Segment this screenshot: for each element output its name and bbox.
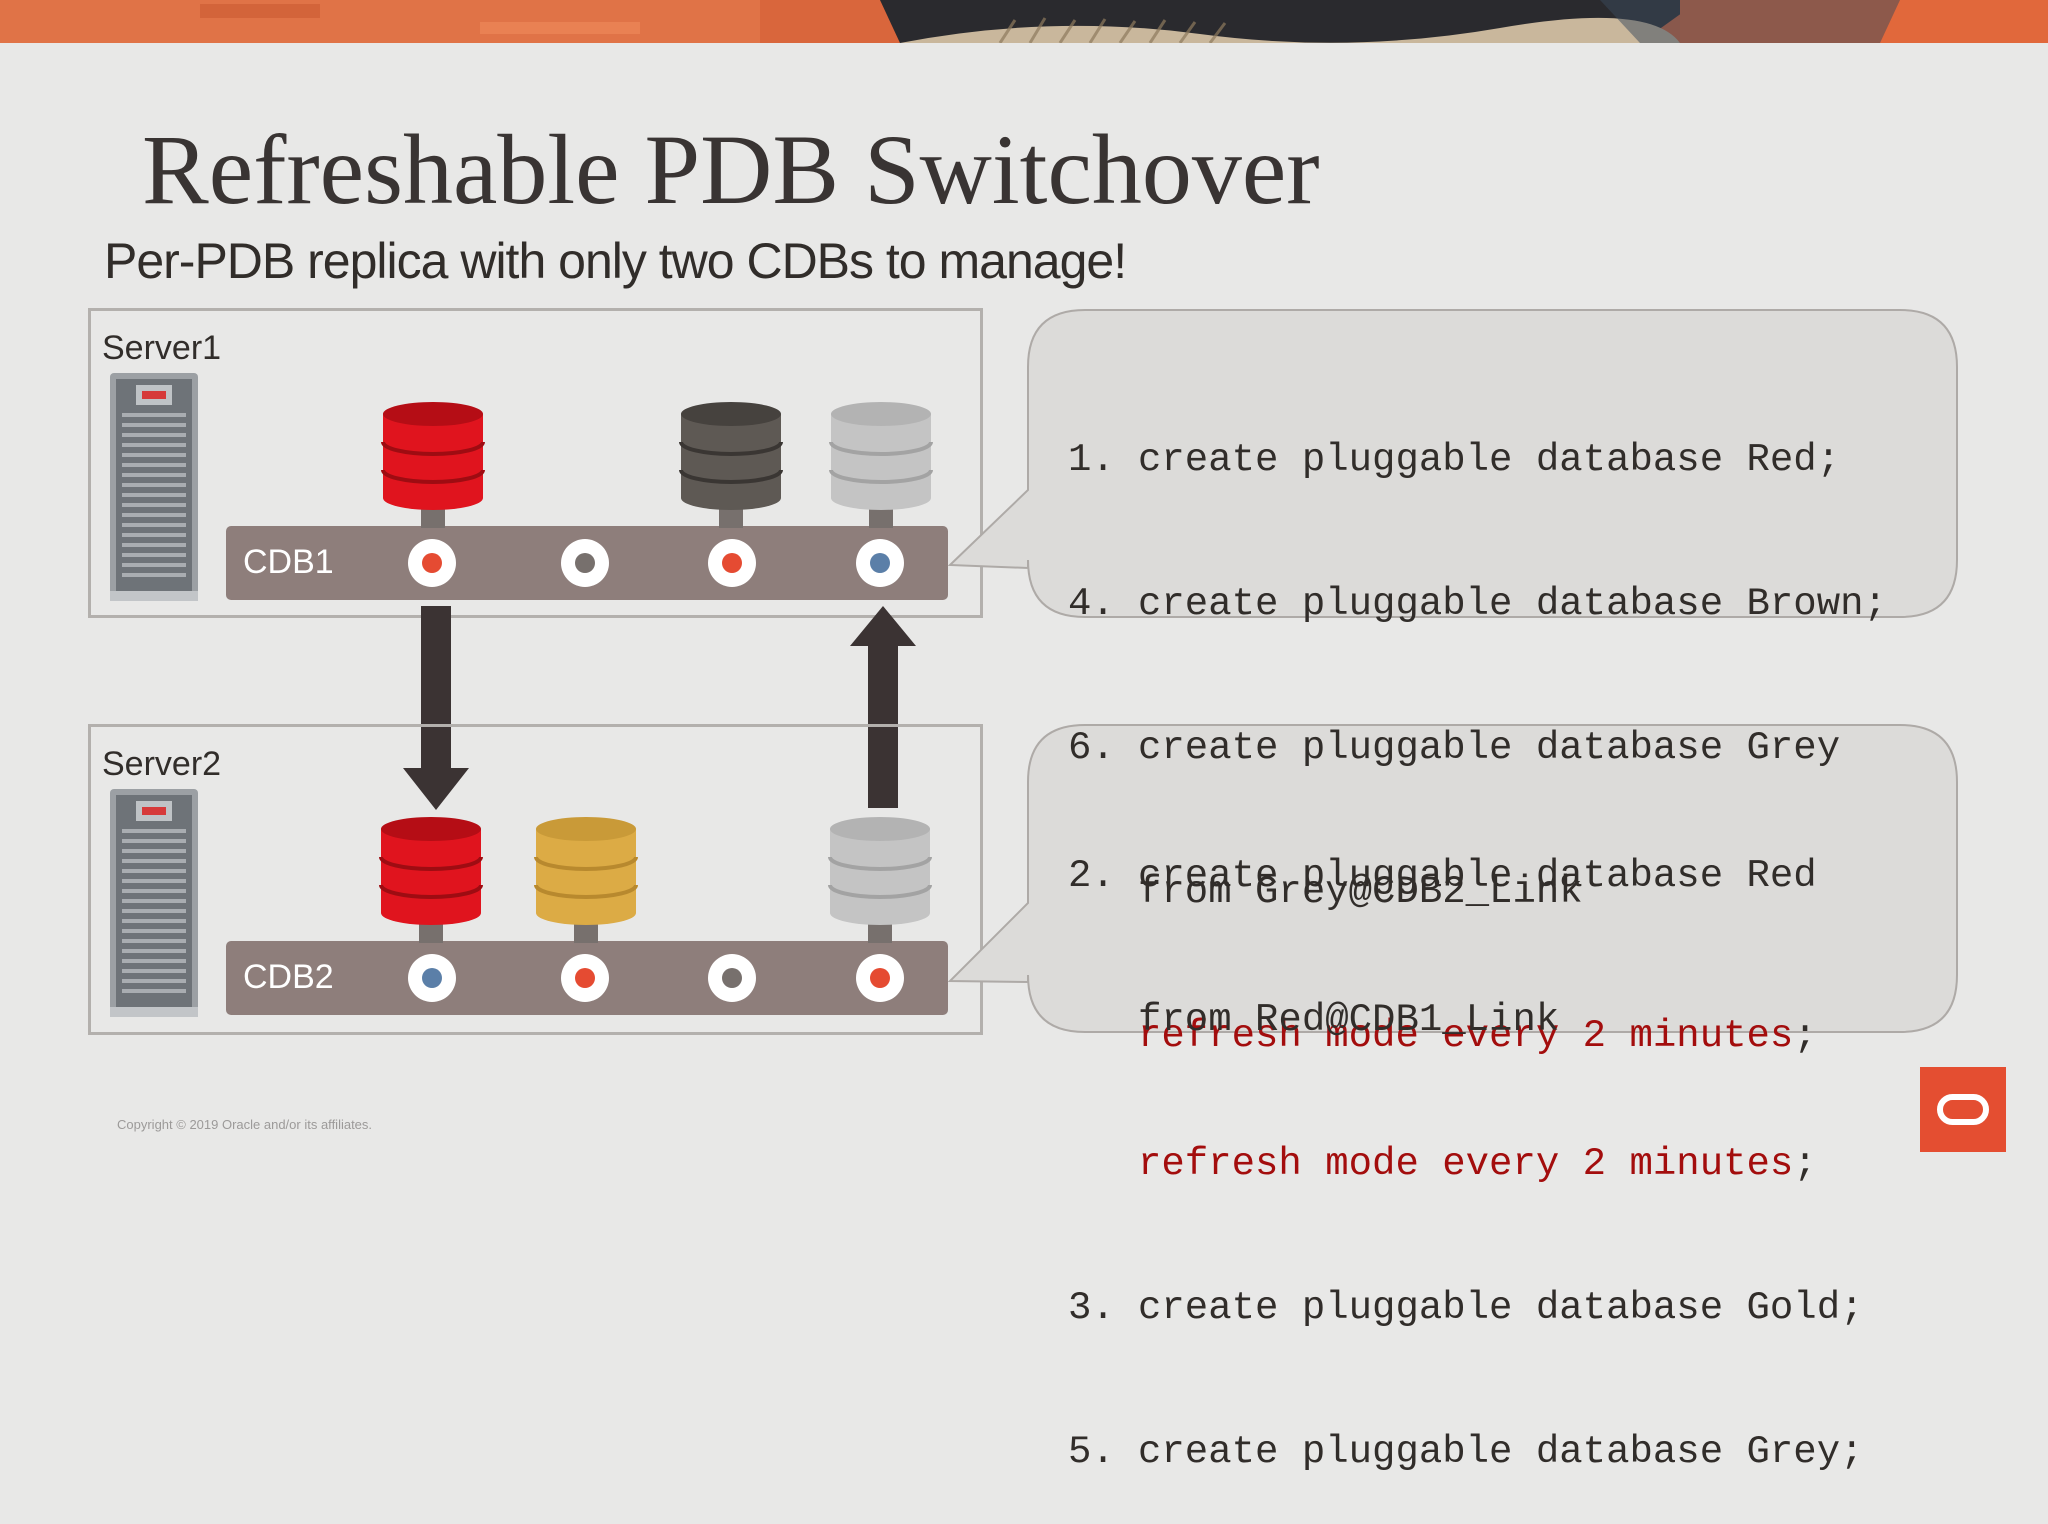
- code-line: 5.create pluggable database Grey;: [1068, 1430, 1864, 1474]
- server1-label: Server1: [102, 329, 222, 367]
- code-line: from Red@CDB1_Link: [1138, 998, 1560, 1042]
- server1-rack-icon: [110, 373, 198, 601]
- cdb1-slot-2: [561, 539, 609, 587]
- copyright-notice: Copyright © 2019 Oracle and/or its affil…: [117, 1117, 373, 1132]
- code-line: 1.create pluggable database Red;: [1068, 438, 1841, 482]
- server2-rack-icon: [110, 789, 198, 1017]
- code-line: 2.create pluggable database Red: [1068, 854, 1817, 898]
- code-line: 6.create pluggable database Grey: [1068, 726, 1841, 770]
- cdb1-slot-4: [856, 539, 904, 587]
- cdb1-slot-1: [408, 539, 456, 587]
- cdb2-slot-4: [856, 954, 904, 1002]
- code-line-highlight: refresh mode every 2 minutes;: [1138, 1142, 1817, 1186]
- arrow-down-icon: [403, 606, 469, 810]
- grey-database-icon: [829, 402, 933, 528]
- slide-title: Refreshable PDB Switchover: [142, 114, 1320, 225]
- cdb2-slot-1: [408, 954, 456, 1002]
- grey-database-icon: [828, 817, 932, 943]
- red-database-icon: [379, 817, 483, 943]
- decorative-banner: [0, 0, 2048, 43]
- cdb1-slot-3: [708, 539, 756, 587]
- cdb2-slot-2: [561, 954, 609, 1002]
- callout1-code: 1.create pluggable database Red; 4.creat…: [1068, 340, 1887, 1108]
- code-line: from Grey@CDB2_Link: [1138, 870, 1583, 914]
- server2-label: Server2: [102, 745, 222, 783]
- code-line: 4.create pluggable database Brown;: [1068, 582, 1887, 626]
- gold-database-icon: [534, 817, 638, 943]
- code-line-highlight: refresh mode every 2 minutes;: [1138, 1014, 1817, 1058]
- slide-subtitle: Per-PDB replica with only two CDBs to ma…: [104, 233, 1127, 289]
- cdb1-label: CDB1: [243, 543, 334, 581]
- brown-database-icon: [679, 402, 783, 528]
- cdb2-label: CDB2: [243, 958, 334, 996]
- cdb2-slot-3: [708, 954, 756, 1002]
- red-database-icon: [381, 402, 485, 528]
- code-line: 3.create pluggable database Gold;: [1068, 1286, 1864, 1330]
- callout2-code: 2.create pluggable database Red from Red…: [1068, 756, 1864, 1524]
- oracle-logo-icon: [1920, 1067, 2006, 1152]
